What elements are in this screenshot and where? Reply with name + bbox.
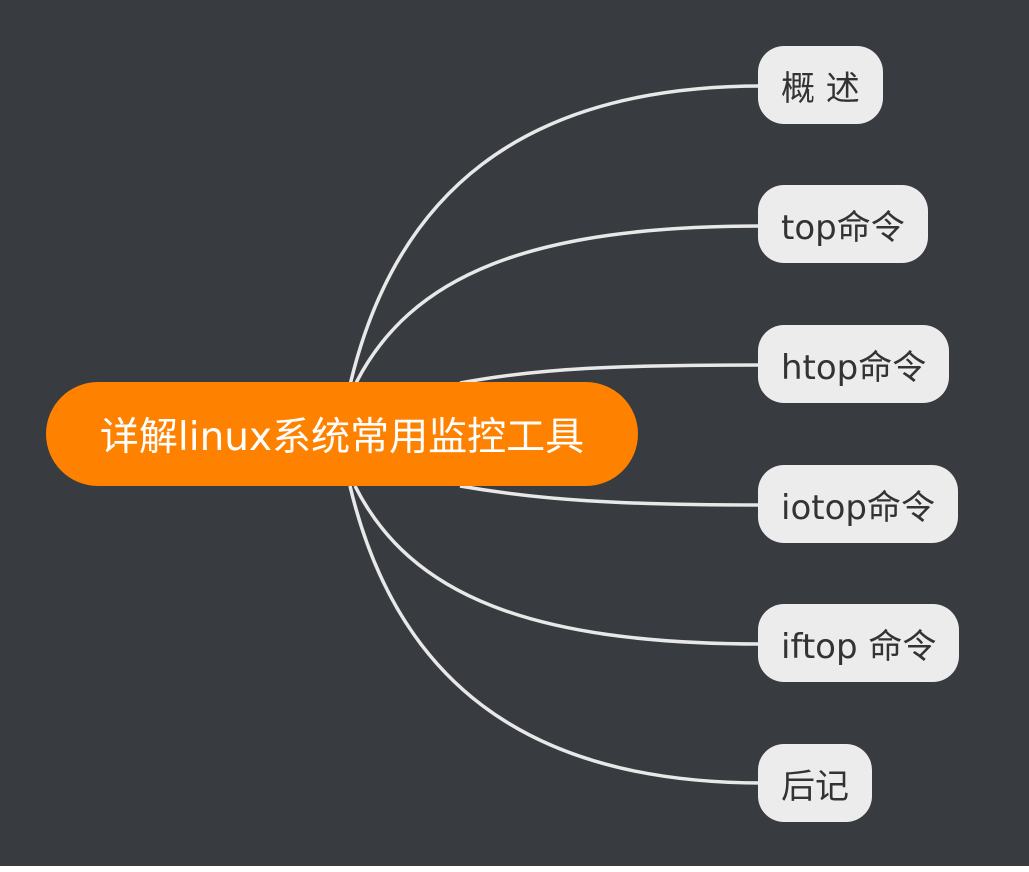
topic-iotop-command[interactable]: iotop命令: [758, 465, 958, 543]
central-topic[interactable]: 详解linux系统常用监控工具: [46, 382, 638, 486]
connector-6: [348, 485, 763, 785]
topic-postscript[interactable]: 后记: [758, 744, 872, 822]
connector-5: [353, 485, 763, 646]
connector-4: [459, 484, 763, 507]
topic-top-command[interactable]: top命令: [758, 185, 928, 263]
connector-1: [348, 84, 763, 386]
connector-3: [459, 363, 763, 385]
topic-htop-command[interactable]: htop命令: [758, 325, 950, 403]
topic-iftop-command[interactable]: iftop 命令: [758, 604, 960, 682]
connector-2: [353, 224, 763, 386]
topic-overview[interactable]: 概 述: [758, 46, 883, 124]
